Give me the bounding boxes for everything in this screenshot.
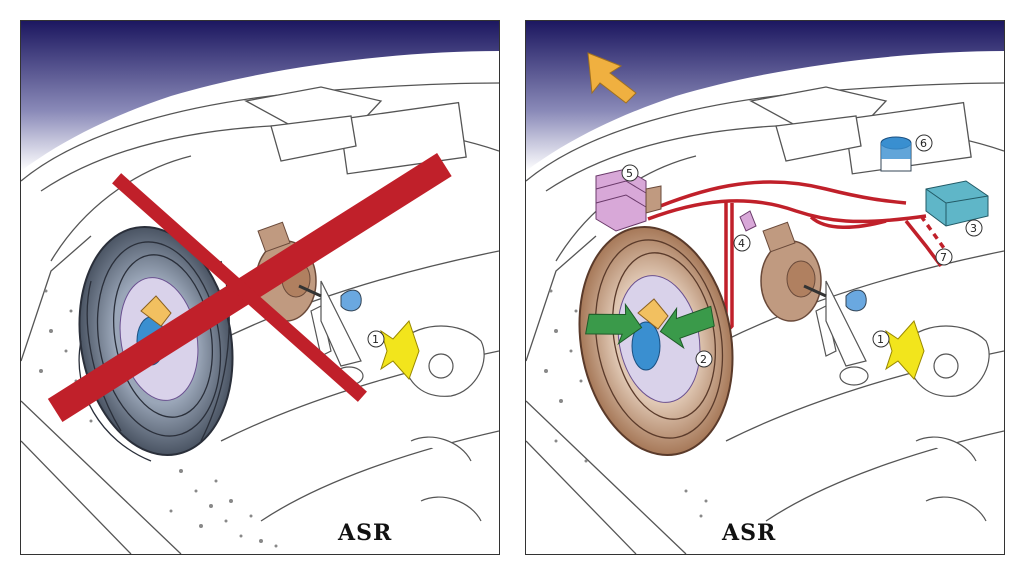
callout-7: 7 xyxy=(935,248,953,266)
green-arrow-left xyxy=(585,302,643,346)
sky-band xyxy=(526,21,1004,171)
svg-text:4: 4 xyxy=(738,237,745,250)
svg-text:7: 7 xyxy=(940,251,947,264)
yellow-arrow xyxy=(380,320,420,380)
caption-asr: ASR xyxy=(722,520,777,546)
svg-text:1: 1 xyxy=(877,333,884,346)
caption-asr-crossed: ASR xyxy=(338,520,393,546)
svg-text:6: 6 xyxy=(920,137,927,150)
hydraulic-unit-3 xyxy=(925,180,989,227)
braked-wheel xyxy=(578,226,734,456)
callout-5: 5 xyxy=(621,164,639,182)
callout-2: 2 xyxy=(695,350,713,368)
debris xyxy=(544,289,708,518)
sky-band xyxy=(21,21,499,171)
orange-arrow xyxy=(587,52,637,104)
green-arrow-right xyxy=(659,305,715,350)
valve-4 xyxy=(739,210,757,232)
sensor-blue xyxy=(340,289,362,312)
control-unit-5 xyxy=(595,168,662,232)
callout-1: 1 xyxy=(872,330,890,348)
engine-block xyxy=(749,86,972,175)
yellow-arrow xyxy=(885,320,925,380)
callout-6: 6 xyxy=(915,134,933,152)
callout-3: 3 xyxy=(965,219,983,237)
crossed-out-mark xyxy=(47,153,452,422)
svg-text:1: 1 xyxy=(372,333,379,346)
sensor-blue xyxy=(845,289,867,312)
panel-with-asr: 1 2 3 4 5 6 7 ASR xyxy=(525,20,1005,555)
svg-text:5: 5 xyxy=(626,167,633,180)
svg-text:2: 2 xyxy=(700,353,707,366)
callout-4: 4 xyxy=(733,234,751,252)
brake-booster xyxy=(760,221,827,322)
svg-text:3: 3 xyxy=(970,222,977,235)
illustration-with-asr: 1 2 3 4 5 6 7 xyxy=(526,21,1004,554)
panel-without-asr: 1 ASR xyxy=(20,20,500,555)
reservoir-6 xyxy=(880,136,912,172)
callout-1: 1 xyxy=(367,330,385,348)
pedal-assembly xyxy=(815,280,990,522)
